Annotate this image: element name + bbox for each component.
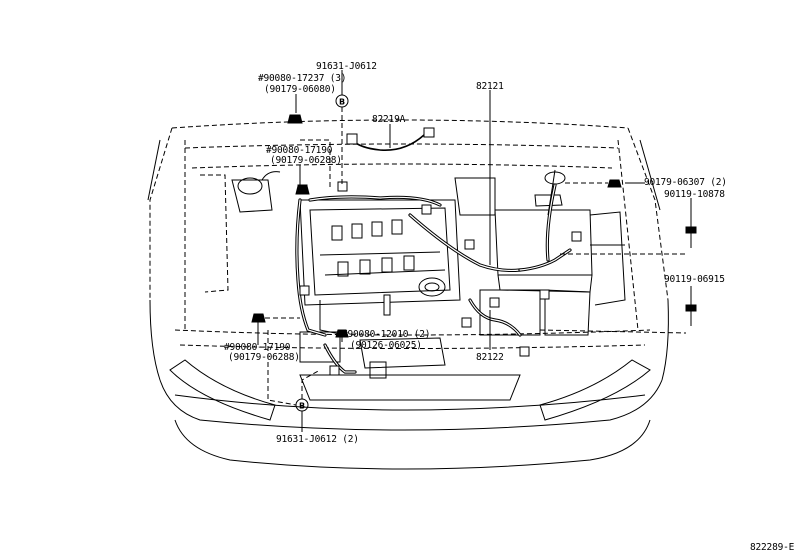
car-body-outline bbox=[147, 119, 669, 470]
callout-90179-06307: 90179-06307 (2) bbox=[644, 177, 727, 188]
callout-90080-12010: #90080-12010 (2) bbox=[342, 329, 431, 340]
callout-90080-17190-bottom: #90080-17190 bbox=[224, 342, 291, 353]
callout-91631-j0612-bottom: 91631-J0612 (2) bbox=[276, 434, 359, 445]
marker-b-top: B bbox=[335, 94, 349, 108]
left-components bbox=[200, 171, 281, 293]
callout-82122: 82122 bbox=[476, 352, 504, 363]
marker-b-bottom-text: B bbox=[299, 402, 305, 411]
engine-block bbox=[299, 199, 461, 379]
marker-b-bottom: B bbox=[295, 398, 309, 412]
callout-90179-06288-bottom: (90179-06288) bbox=[228, 352, 300, 363]
marker-b-top-text: B bbox=[339, 98, 345, 107]
callout-90080-17190-top: #90080-17190 bbox=[266, 145, 333, 156]
callout-91631-j0612-top: 91631-J0612 bbox=[316, 61, 377, 72]
wire-harness bbox=[295, 127, 582, 376]
fasteners bbox=[251, 114, 697, 338]
sub-harness-82219A bbox=[346, 133, 425, 152]
callout-90119-10878: 90119-10878 bbox=[664, 189, 725, 200]
callout-90080-17237: #90080-17237 (3) bbox=[258, 73, 347, 84]
figure-id: 822289-E bbox=[750, 542, 795, 553]
leader-lines bbox=[257, 70, 692, 432]
callout-90126-06025: (90126-06025) bbox=[350, 340, 422, 351]
battery-and-relay-box bbox=[454, 169, 626, 336]
callout-82219a: 82219A bbox=[372, 114, 406, 125]
callout-90119-06915: 90119-06915 bbox=[664, 274, 725, 285]
callout-90179-06288-top: (90179-06288) bbox=[270, 155, 342, 166]
callout-90179-06080: (90179-06080) bbox=[264, 84, 336, 95]
callout-82121: 82121 bbox=[476, 81, 504, 92]
